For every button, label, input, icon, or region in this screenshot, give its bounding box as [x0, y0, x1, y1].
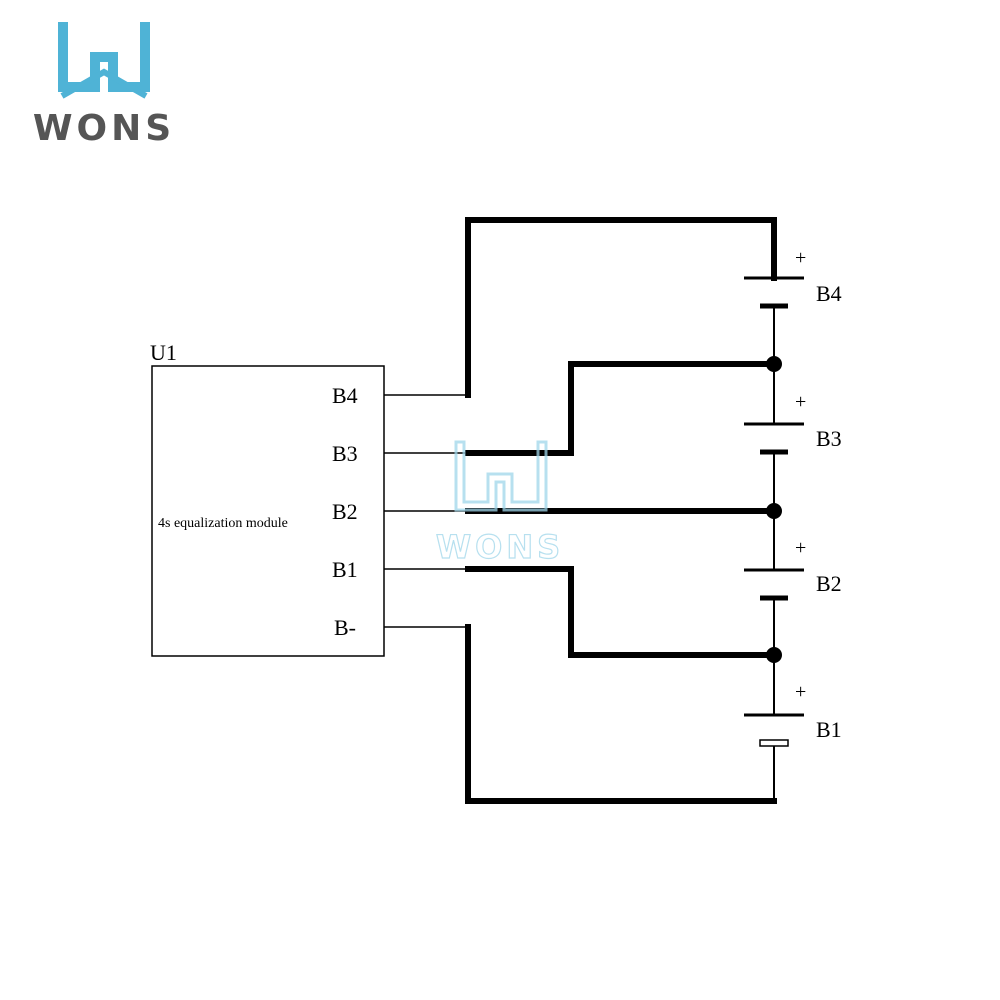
logo-text: WONS — [33, 108, 175, 149]
module-u1: U1 4s equalization module B4 B3 B2 B1 B- — [150, 340, 385, 657]
logo-w-mark — [58, 22, 150, 92]
cell-b1-polarity: + — [795, 681, 806, 703]
module-description: 4s equalization module — [158, 516, 288, 531]
battery-cell-b4: + B4 — [744, 247, 842, 309]
cell-b1-label: B1 — [816, 717, 842, 742]
junction-b1 — [766, 647, 782, 663]
junction-b2 — [766, 503, 782, 519]
pin-label-b2: B2 — [332, 499, 358, 524]
wons-watermark: WONS — [435, 440, 564, 567]
pin-label-b3: B3 — [332, 441, 358, 466]
pin-label-b1: B1 — [332, 557, 358, 582]
junction-b3 — [766, 356, 782, 372]
cell-b4-polarity: + — [795, 247, 806, 269]
wire-b3 — [465, 361, 777, 456]
wire-b4 — [465, 217, 777, 398]
logo-roof — [60, 68, 148, 99]
wires — [465, 217, 777, 804]
watermark-w-mark — [454, 440, 548, 512]
junctions — [766, 356, 782, 663]
wire-b1 — [465, 566, 777, 658]
battery-cell-b2: + B2 — [744, 537, 842, 601]
watermark-text: WONS — [436, 528, 564, 566]
cell-b3-polarity: + — [795, 391, 806, 413]
cell-b4-label: B4 — [816, 281, 842, 306]
cell-b3-label: B3 — [816, 426, 842, 451]
battery-cell-b1: + B1 — [744, 681, 842, 747]
cell-b2-label: B2 — [816, 571, 842, 596]
wons-logo: WONS — [33, 22, 175, 149]
pin-label-b4: B4 — [332, 383, 358, 408]
battery-cell-b3: + B3 — [744, 391, 842, 455]
module-ref-label: U1 — [150, 340, 177, 365]
cell-b2-polarity: + — [795, 537, 806, 559]
wire-bminus — [465, 624, 777, 804]
cell-b1-negative-plate — [759, 739, 789, 747]
pin-label-bminus: B- — [334, 615, 356, 640]
pin-leads — [384, 394, 468, 628]
